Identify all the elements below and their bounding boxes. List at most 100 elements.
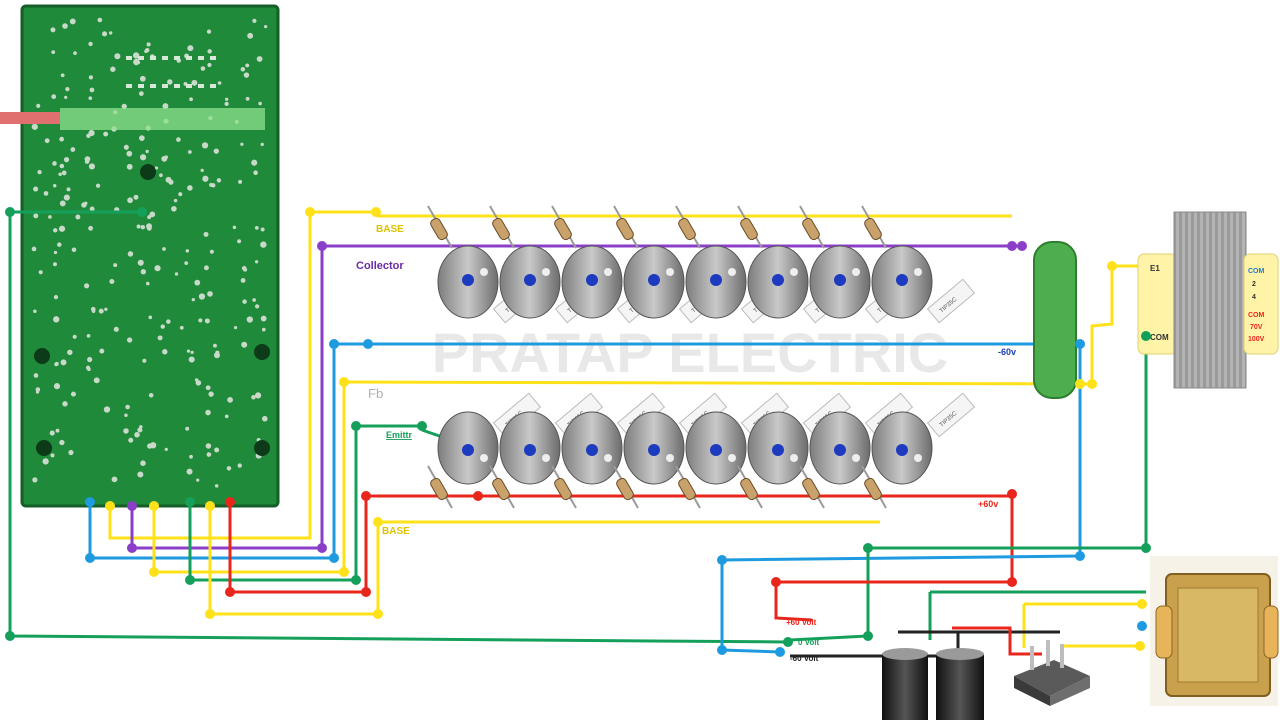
- pcb-pad: [256, 56, 263, 62]
- pcb-pad: [150, 56, 156, 60]
- junction-dot: [371, 207, 381, 217]
- pcb-pad: [162, 349, 168, 355]
- pcb-pad: [146, 225, 152, 231]
- pcb-pad: [171, 206, 177, 212]
- pcb-pad: [142, 358, 147, 363]
- junction-dot: [373, 517, 383, 527]
- junction-dot: [85, 497, 95, 507]
- transistor-hole: [852, 454, 860, 462]
- junction-dot: [1017, 241, 1027, 251]
- pcb-pad: [88, 163, 95, 170]
- pcb-pad: [200, 66, 206, 71]
- pcb-pad: [72, 334, 77, 339]
- pcb-pad: [162, 56, 168, 60]
- pcb-pad: [260, 315, 267, 322]
- pcb-pad: [36, 103, 41, 108]
- terminal-label: 100V: [1248, 336, 1265, 343]
- transistor-pin: [462, 274, 474, 286]
- pcb-pad: [209, 249, 214, 254]
- pcb-pad: [200, 168, 204, 173]
- pcb-pad: [162, 247, 166, 251]
- pcb-pad: [89, 87, 95, 93]
- pcb-pad: [124, 413, 128, 418]
- pcb-pad: [227, 396, 233, 403]
- pcb-pad: [205, 443, 212, 449]
- pcb-pad: [205, 385, 211, 391]
- pcb-pad: [237, 239, 242, 244]
- junction-dot: [1075, 551, 1085, 561]
- pcb-pad: [88, 225, 94, 231]
- pcb-pad: [126, 56, 132, 60]
- junction-dot: [1075, 379, 1085, 389]
- emitter-ballast-resistor: TIP35C: [926, 392, 976, 438]
- pcb-pad: [154, 166, 159, 170]
- transistor-pin: [896, 444, 908, 456]
- output-transformer: E1 COM COM 2 4 COM 70V 100V: [1137, 211, 1279, 389]
- pcb-pad: [70, 391, 76, 397]
- pcb-pad: [103, 406, 111, 413]
- pcb-pad: [173, 198, 178, 203]
- pcb-pad: [53, 250, 58, 255]
- pcb-pad: [240, 278, 246, 283]
- pcb-pad: [88, 96, 93, 101]
- transistor-hole: [914, 268, 922, 276]
- pcb-pad: [243, 267, 248, 272]
- driver-pcb: [0, 4, 280, 508]
- junction-dot: [127, 501, 137, 511]
- transistor-hole: [914, 454, 922, 462]
- power-transistor: [623, 411, 685, 485]
- pcb-pad: [60, 73, 65, 78]
- pcb-pad: [139, 75, 146, 82]
- neg60-label: -60v: [998, 347, 1016, 357]
- pcb-pad: [247, 32, 254, 39]
- pcb-pad: [162, 84, 168, 88]
- pcb-pad: [108, 31, 113, 35]
- pcb-pad: [233, 325, 238, 330]
- pcb-pad: [38, 270, 43, 275]
- pcb-pad: [205, 409, 211, 416]
- transistor-hole: [480, 268, 488, 276]
- pcb-pad: [138, 56, 144, 60]
- pcb-pad: [241, 341, 248, 348]
- pcb-pad: [210, 56, 216, 60]
- pcb-pad: [148, 315, 153, 320]
- pcb-pad: [195, 380, 202, 386]
- resistor-body: [430, 477, 448, 501]
- pcb-input-lead: [0, 112, 60, 124]
- pcb-pad: [127, 197, 133, 204]
- filter-capacitor-top: [936, 648, 984, 660]
- pcb-pad: [226, 466, 232, 471]
- labels: BASE Collector Fb Emittr BASE -60v +60v …: [356, 224, 1016, 663]
- junction-dot: [339, 567, 349, 577]
- junction-dot: [775, 647, 785, 657]
- pcb-pad: [126, 163, 133, 170]
- pcb-pad: [251, 394, 256, 400]
- transistor-hole: [728, 268, 736, 276]
- emitter-power-resistor: [1033, 241, 1077, 399]
- ballast-body: [926, 392, 976, 438]
- junction-dot: [317, 543, 327, 553]
- terminal-label: 4: [1252, 294, 1256, 301]
- power-transistor: [499, 245, 561, 319]
- pcb-pad: [123, 428, 129, 434]
- collector-label: Collector: [356, 260, 404, 272]
- pcb-pad: [207, 62, 212, 68]
- pcb-pad: [68, 449, 74, 456]
- supply-pos-label: +60 Volt: [786, 618, 817, 627]
- junction-dot: [205, 501, 215, 511]
- base-resistor: [613, 465, 639, 509]
- pcb-pad: [84, 159, 90, 164]
- pcb-pad: [164, 155, 168, 160]
- pcb-pad: [191, 297, 195, 302]
- pcb-pad: [121, 103, 127, 110]
- resistor-body: [492, 477, 510, 501]
- pcb-pad: [49, 430, 55, 436]
- pcb-pad: [237, 463, 242, 468]
- pcb-pad: [194, 279, 201, 286]
- pcb-pad: [134, 431, 140, 438]
- pcb-pad: [149, 442, 157, 449]
- junction-dot: [363, 339, 373, 349]
- terminal-label: 2: [1252, 281, 1256, 288]
- power-transistor: [561, 245, 623, 319]
